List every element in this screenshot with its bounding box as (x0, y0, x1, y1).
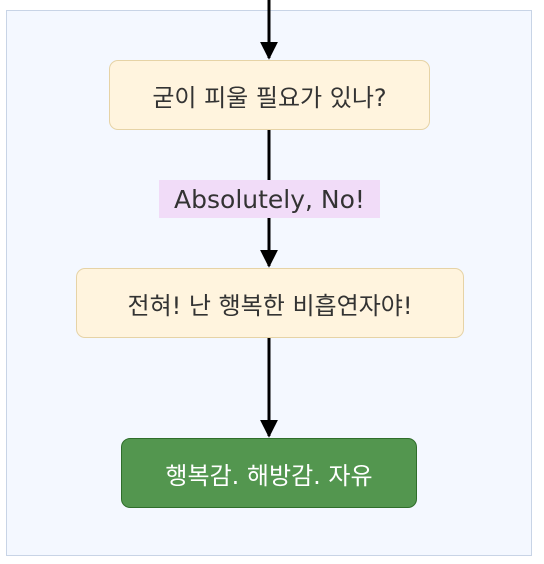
question-node: 굳이 피울 필요가 있나? (109, 60, 430, 130)
edge-label-absolutely-no: Absolutely, No! (159, 180, 380, 218)
outcome-node: 행복감. 해방감. 자유 (121, 438, 417, 508)
answer-node: 전혀! 난 행복한 비흡연자야! (76, 268, 464, 338)
outcome-node-label: 행복감. 해방감. 자유 (165, 461, 373, 490)
answer-node-label: 전혀! 난 행복한 비흡연자야! (127, 291, 413, 320)
question-node-label: 굳이 피울 필요가 있나? (152, 83, 387, 112)
edge-label-text: Absolutely, No! (174, 184, 365, 214)
